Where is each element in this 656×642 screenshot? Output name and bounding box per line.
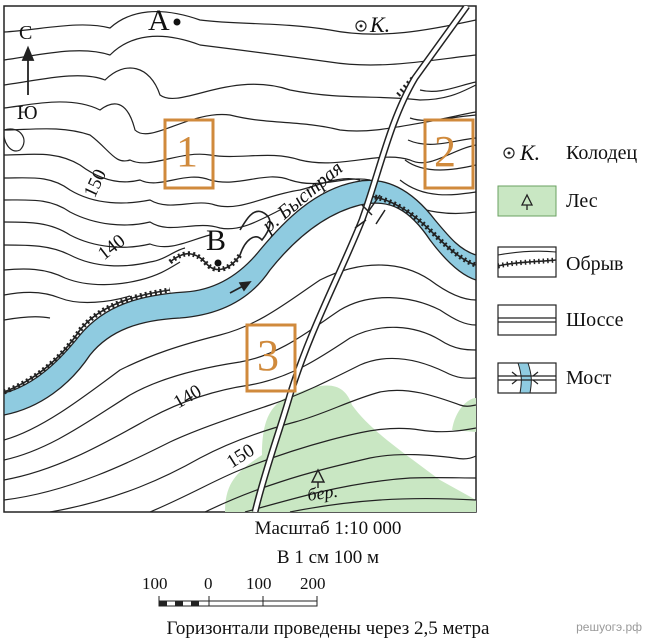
legend-well-label: Колодец [566,142,638,164]
contour-lines-north [4,10,476,321]
forest-type-label: бер. [306,480,340,505]
legend-well-symbol: К. [520,140,541,165]
cliff-lines [4,73,476,395]
scale-title: Масштаб 1:10 000 [254,518,402,539]
legend-cliff-icon [497,246,557,278]
legend-well-icon [503,147,515,159]
scale-tick-200: 200 [300,574,326,593]
legend [497,147,557,394]
contour-interval-note: Горизонтали проведены через 2,5 метра [166,618,490,639]
scale-subtitle: В 1 см 100 м [276,547,380,568]
legend-highway-label: Шоссе [566,309,624,331]
river [4,179,476,416]
bridge [354,194,386,229]
legend-bridge-icon [497,362,557,394]
area-label-3: 3 [257,331,279,380]
legend-forest-icon [497,185,557,217]
area-label-2: 2 [434,127,456,176]
legend-bridge-label: Мост [566,367,612,389]
legend-highway-icon [497,304,557,336]
scale-tick-0: 0 [204,574,213,593]
compass-north-label: С [19,22,33,44]
point-b-label: B [206,224,227,257]
legend-cliff-label: Обрыв [566,253,624,275]
river-flow-arrow [229,281,252,294]
well-map-icon [355,20,367,32]
legend-forest-label: Лес [566,190,598,212]
area-label-1: 1 [176,127,198,176]
area-frame-1 [163,118,215,190]
scale-bar [158,596,318,607]
compass-south-label: Ю [17,102,38,124]
point-b-marker [214,259,222,267]
highway [251,6,470,512]
watermark: решуогэ.рф [576,620,642,634]
point-a-label: A [148,4,170,37]
scale-tick-100-right: 100 [246,574,272,593]
point-a-marker [173,18,181,26]
scale-tick-100-left: 100 [142,574,168,593]
map-frame [3,5,477,513]
area-frame-3 [245,323,297,393]
well-map-label: К. [370,12,391,37]
tree-icon [310,468,326,488]
area-frames [163,118,475,393]
area-frame-2 [423,118,475,190]
compass-arrow [21,45,35,95]
forest-area [225,385,476,512]
contour-lines-south [4,264,476,512]
